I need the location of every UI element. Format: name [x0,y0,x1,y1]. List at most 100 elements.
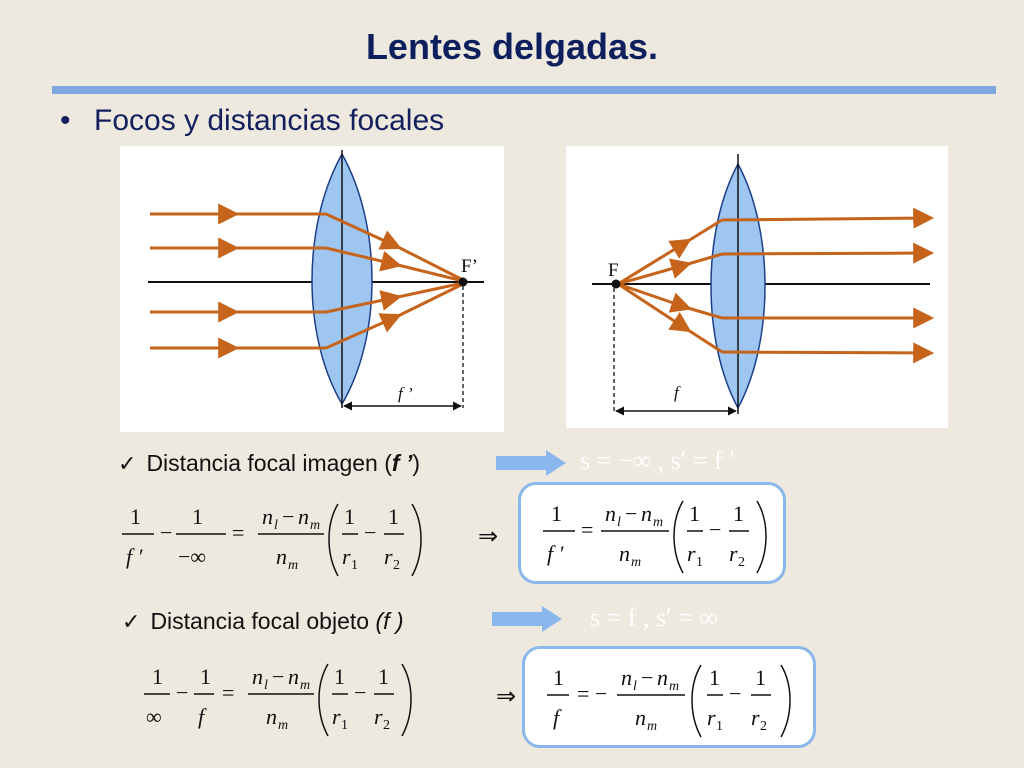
svg-text:−: − [176,680,188,705]
svg-text:m: m [278,718,288,733]
condition-object-focal: s = f , s′ = ∞ [590,603,718,632]
svg-text:m: m [653,515,663,530]
svg-text:−: − [625,501,637,526]
checkmark-icon: ✓ [118,451,137,476]
svg-text:−: − [354,680,366,705]
svg-text:f ′: f ′ [547,541,565,566]
svg-text:−: − [641,665,653,690]
svg-text:1: 1 [192,504,203,529]
svg-text:⇒: ⇒ [478,522,498,550]
svg-text:2: 2 [383,718,390,733]
refracted-rays [721,207,935,364]
svg-text:1: 1 [334,664,345,689]
svg-text:l: l [274,518,278,533]
svg-text:r: r [687,541,696,566]
svg-text:r: r [751,705,760,730]
svg-text:f ′: f ′ [126,544,144,569]
svg-text:n: n [288,664,299,689]
svg-text:r: r [707,705,716,730]
svg-text:1: 1 [378,664,389,689]
svg-text:⇒: ⇒ [496,682,516,710]
incident-rays [150,203,326,359]
svg-text:n: n [641,501,652,526]
diagram-image-focus-svg: F’ f ’ [148,150,484,411]
svg-text:1: 1 [696,555,703,570]
svg-text:1: 1 [551,501,562,526]
svg-text:1: 1 [716,719,723,734]
incident-rays [617,218,723,354]
focus-point-image [458,277,468,287]
svg-text:l: l [633,679,637,694]
diagram-image-focus: F’ f ’ [120,146,504,432]
svg-text:r: r [342,544,351,569]
svg-text:r: r [384,544,393,569]
bullet-text: Focos y distancias focales [94,104,445,137]
svg-text:m: m [288,558,298,573]
svg-text:m: m [300,678,310,693]
svg-text:1: 1 [553,665,564,690]
svg-text:1: 1 [709,665,720,690]
svg-text:r: r [374,704,383,729]
svg-text:1: 1 [689,501,700,526]
svg-text:1: 1 [351,558,358,573]
svg-text:1: 1 [755,665,766,690]
focal-distance-label-object: f [674,383,681,402]
diagram-object-focus: F f [566,146,948,428]
svg-text:1: 1 [130,504,141,529]
diagram-object-focus-svg: F f [592,154,935,416]
svg-text:n: n [252,664,263,689]
svg-text:1: 1 [733,501,744,526]
svg-text:2: 2 [738,555,745,570]
svg-text:−: − [272,664,284,689]
svg-text:=: = [232,520,244,545]
svg-text:1: 1 [388,504,399,529]
svg-text:1: 1 [341,718,348,733]
svg-text:1: 1 [200,664,211,689]
svg-text:−: − [364,520,376,545]
page-title: Lentes delgadas. [365,26,659,67]
svg-text:1: 1 [344,504,355,529]
label-text: Distancia focal objeto [150,608,376,634]
svg-text:n: n [657,665,668,690]
svg-text:l: l [617,515,621,530]
svg-text:m: m [647,719,657,734]
bullet-dot: • [60,104,71,137]
label-close: ) [412,450,421,476]
focus-label-object: F [608,260,619,281]
svg-text:−∞: −∞ [178,544,206,569]
svg-text:n: n [276,544,287,569]
svg-text:f: f [553,705,562,730]
section-image-focal-label: ✓ Distancia focal imagen (f ’) [118,450,420,477]
svg-text:n: n [621,665,632,690]
label-text: Distancia focal imagen ( [146,450,392,476]
svg-text:2: 2 [393,558,400,573]
svg-text:=: = [222,680,234,705]
svg-text:f: f [198,704,207,729]
svg-text:2: 2 [760,719,767,734]
title-underline [52,86,996,94]
implies-icon: ⇒ [478,522,498,550]
svg-text:∞: ∞ [146,704,162,729]
condition-image-focal: s = −∞ , s′ = f ′ [580,446,735,475]
svg-text:m: m [669,679,679,694]
checkmark-icon: ✓ [122,609,141,634]
arrow-right-icon [492,606,562,632]
label-symbol: (f ) [375,608,404,634]
label-symbol: f ’ [391,450,413,476]
svg-text:m: m [310,518,320,533]
svg-text:=: = [581,517,593,542]
svg-text:−: − [709,517,721,542]
svg-text:l: l [264,678,268,693]
svg-text:m: m [631,555,641,570]
implies-icon: ⇒ [496,682,516,710]
section-object-focal-label: ✓ Distancia focal objeto (f ) [122,608,404,635]
svg-text:n: n [605,501,616,526]
svg-text:−: − [282,504,294,529]
svg-text:n: n [298,504,309,529]
